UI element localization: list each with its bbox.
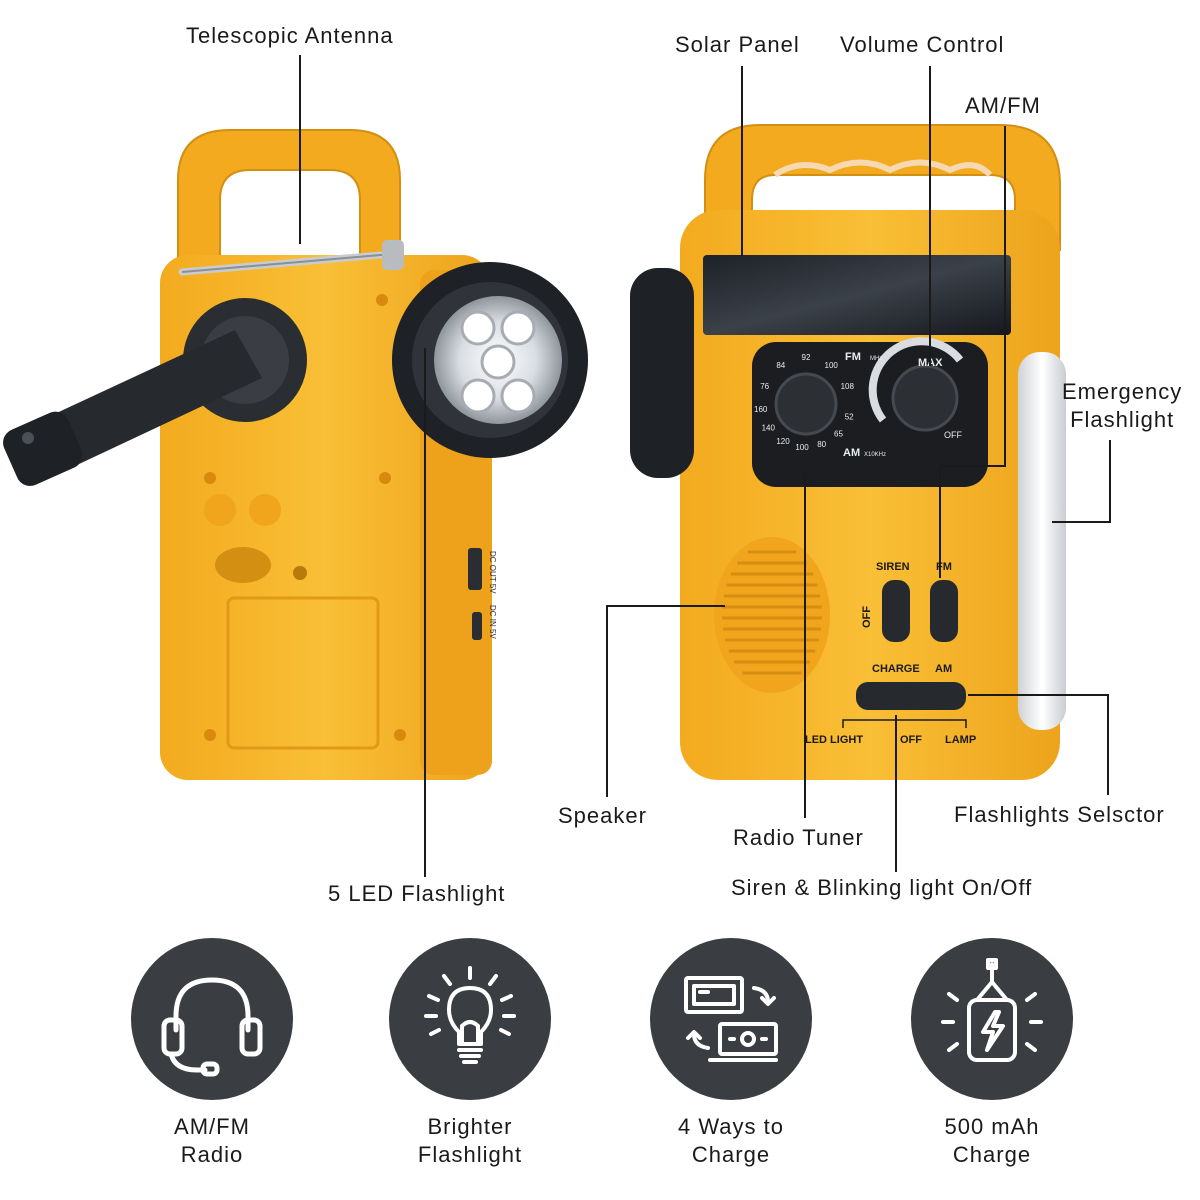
off-side-label: OFF (861, 606, 873, 628)
usb-port (468, 548, 482, 590)
am-dial-label: AM (843, 447, 860, 459)
feature-charge-ways-line2: Charge (691, 1142, 771, 1167)
feature-radio-circle (131, 938, 293, 1100)
tuner-knob (774, 372, 838, 436)
fm-scale-tick-label: 84 (776, 361, 785, 370)
callout-solar-panel: Solar Panel (675, 32, 800, 57)
light-bulb-icon (424, 966, 516, 1064)
feature-radio-line2: Radio (180, 1142, 244, 1167)
dc-out-label: DC OUT 5V (488, 551, 497, 594)
left-handle (177, 129, 401, 271)
am-scale-tick-label: 65 (834, 430, 843, 439)
callout-radio-tuner: Radio Tuner (733, 825, 864, 850)
callout-am-fm: AM/FM (965, 93, 1041, 118)
callout-emergency-line2: Flashlight (1070, 407, 1175, 432)
antenna-knob (382, 240, 404, 270)
feature-radio-line1: AM/FM (174, 1114, 250, 1139)
callout-siren-blinking: Siren & Blinking light On/Off (731, 875, 1033, 900)
battery-cover (226, 596, 380, 750)
right-handle (704, 124, 1061, 251)
am-scale-tick-label: 52 (845, 413, 854, 422)
feature-flashlight-circle (389, 938, 551, 1100)
am-scale-tick-label: 120 (776, 437, 790, 446)
callout-led-flashlight: 5 LED Flashlight (328, 881, 506, 906)
battery-charge-icon (941, 958, 1043, 1062)
callout-volume-control: Volume Control (840, 32, 1005, 57)
volume-off-label: OFF (944, 430, 962, 440)
fm-scale: 76 84 92 100 108 (760, 353, 854, 391)
callout-emergency-flashlight: Emergency Flashlight (1062, 378, 1182, 434)
feature-charge-ways-line1: 4 Ways to (678, 1114, 784, 1139)
speaker-grille (714, 537, 830, 693)
callout-flashlights-selector: Flashlights Selsctor (954, 802, 1165, 827)
led-light-label: LED LIGHT (805, 734, 863, 746)
headphones-icon (161, 977, 263, 1077)
mhz-label: MHz (870, 356, 882, 362)
product-illustration: DC OUT 5V DC IN 5V (3, 55, 1111, 877)
feature-battery-circle (911, 938, 1073, 1100)
solar-panel (703, 255, 1011, 335)
am-scale-tick-label: 80 (817, 440, 826, 449)
speaker-slots (722, 550, 822, 675)
dc-in-label: DC IN 5V (488, 605, 497, 639)
khz-label: X10KHz (864, 452, 886, 458)
callout-emergency-line1: Emergency (1062, 379, 1183, 404)
fm-am-switch[interactable] (930, 580, 958, 642)
fm-scale-tick-label: 100 (825, 361, 839, 370)
switch-off-label: OFF (900, 734, 922, 746)
feature-label-radio: AM/FM Radio (102, 1113, 322, 1169)
dc-port (472, 612, 482, 640)
feature-label-battery: 500 mAh Charge (882, 1113, 1102, 1169)
am-scale-tick-label: 140 (762, 423, 776, 432)
right-side-head (630, 268, 694, 478)
feature-label-charge-ways: 4 Ways to Charge (621, 1113, 841, 1169)
siren-label: SIREN (876, 561, 910, 573)
feature-battery-line2: Charge (952, 1142, 1032, 1167)
lamp-label: LAMP (945, 734, 976, 746)
feature-flashlight-line2: Flashlight (417, 1142, 523, 1167)
am-switch-label: AM (935, 663, 952, 675)
callout-telescopic-antenna: Telescopic Antenna (186, 23, 394, 48)
fm-scale-tick-label: 108 (841, 382, 855, 391)
feature-battery-line1: 500 mAh (944, 1114, 1040, 1139)
fm-label: FM (845, 351, 861, 363)
volume-knob (891, 364, 959, 432)
charge-label: CHARGE (872, 663, 920, 675)
am-scale-tick-label: 100 (795, 443, 809, 452)
light-selector-switch[interactable] (856, 682, 966, 710)
feature-flashlight-line1: Brighter (427, 1114, 513, 1139)
callout-speaker: Speaker (558, 803, 647, 828)
siren-switch[interactable] (882, 580, 910, 642)
fm-scale-tick-label: 76 (760, 382, 769, 391)
feature-label-flashlight: Brighter Flashlight (360, 1113, 580, 1169)
fm-switch-label: FM (936, 561, 952, 573)
left-oval-cutout (215, 547, 271, 583)
charge-cycle-icon (684, 976, 778, 1062)
feature-charge-ways-circle (650, 938, 812, 1100)
leader-lines (299, 55, 1111, 877)
crank-arm (20, 330, 262, 480)
left-device: DC OUT 5V DC IN 5V (3, 129, 588, 780)
emergency-lamp (1018, 352, 1066, 730)
am-scale-tick-label: 160 (754, 405, 768, 414)
fm-scale-tick-label: 92 (802, 353, 811, 362)
